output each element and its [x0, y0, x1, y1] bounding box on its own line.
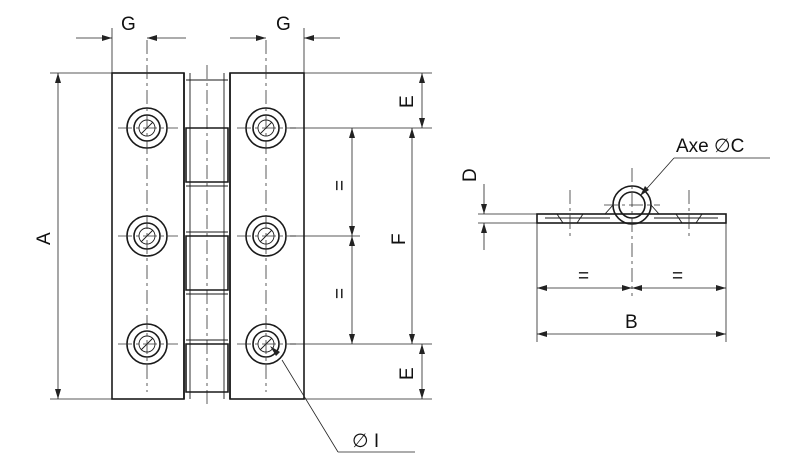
dimension-eq-top: = [330, 128, 355, 236]
dimension-f: F [389, 128, 415, 344]
label-eq-right: = [672, 266, 683, 287]
dimension-g-right: G [230, 14, 340, 73]
dimension-g-left: G [76, 14, 186, 73]
label-g-right: G [276, 14, 291, 35]
dimension-eq-side: = = [536, 223, 727, 342]
hole-centerlines [118, 40, 296, 392]
dimension-d: D [460, 168, 537, 250]
label-axe-c: Axe ∅C [676, 136, 744, 157]
label-hole-diameter: ∅ I [352, 431, 379, 452]
label-eq-bottom: = [330, 288, 351, 299]
dimension-axe-c: Axe ∅C [640, 136, 770, 196]
dimension-hole-diameter: ∅ I [270, 346, 415, 453]
dimension-e-top: E [397, 73, 425, 128]
dimension-a: A [34, 72, 112, 400]
side-plate [536, 213, 727, 224]
label-eq-top: = [330, 180, 351, 191]
extension-lines-right [290, 72, 432, 400]
dimension-b: B [537, 312, 726, 337]
knuckle [183, 65, 231, 405]
label-e-bottom: E [397, 367, 418, 380]
label-eq-left: = [578, 266, 589, 287]
label-f: F [389, 233, 410, 245]
label-d: D [460, 168, 481, 182]
label-a: A [34, 232, 55, 245]
side-view: D Axe ∅C = = B [460, 136, 770, 342]
dimension-eq-bottom: = [330, 236, 355, 344]
label-g-left: G [121, 14, 136, 35]
dimension-e-bottom: E [397, 344, 425, 399]
front-view: G G A E [34, 14, 432, 453]
label-b: B [625, 312, 638, 333]
label-e-top: E [397, 95, 418, 108]
